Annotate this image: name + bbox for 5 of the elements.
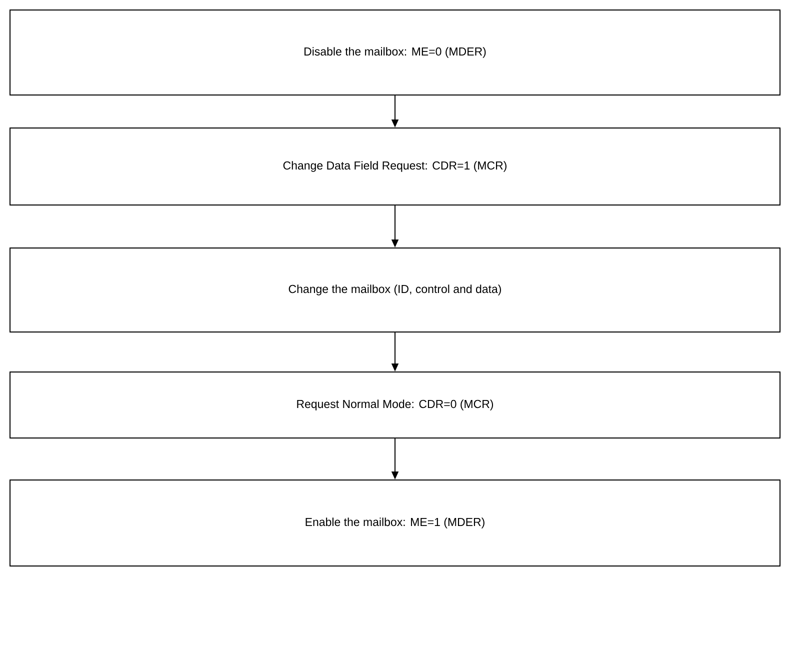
process-box: Enable the mailbox: ME=1 (MDER): [10, 479, 780, 566]
process-box: Change the mailbox (ID, control and data): [10, 247, 780, 332]
process-box: Request Normal Mode: CDR=0 (MCR): [10, 371, 780, 438]
process-box: Disable the mailbox: ME=0 (MDER): [10, 9, 780, 96]
process-box: Change Data Field Request: CDR=1 (MCR): [10, 128, 780, 206]
